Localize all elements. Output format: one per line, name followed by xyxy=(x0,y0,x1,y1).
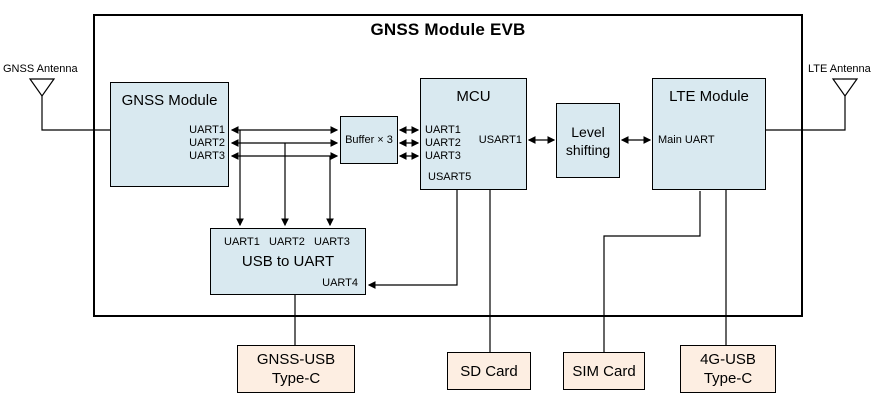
sim-card-to-lte-line xyxy=(603,191,701,352)
usb-to-uart-title: USB to UART xyxy=(241,253,335,270)
lte-antenna-label: LTE Antenna xyxy=(808,63,871,75)
level-shifting-line2: shifting xyxy=(565,141,611,158)
mcu-title: MCU xyxy=(456,88,491,105)
usb-uart-port-uart1: UART1 xyxy=(224,236,260,248)
mcu-port-uart3: UART3 xyxy=(425,150,461,162)
usb-uart-port-uart4: UART4 xyxy=(322,277,358,289)
mcu-port-uart1: UART1 xyxy=(425,124,461,136)
diagram-title: GNSS Module EVB xyxy=(370,20,526,39)
gnss-usb-line2: Type-C xyxy=(271,370,321,387)
usb-uart-port-uart2: UART2 xyxy=(269,236,305,248)
sim-card-label: SIM Card xyxy=(572,362,636,380)
lte-antenna-icon xyxy=(766,78,859,131)
gnss-antenna-label: GNSS Antenna xyxy=(3,63,78,75)
lte-module-title: LTE Module xyxy=(669,88,749,105)
gnss-usb-line1: GNSS-USB xyxy=(256,351,336,368)
usart5-to-uart4-line xyxy=(367,190,458,289)
usb-uart-port-uart3: UART3 xyxy=(314,236,350,248)
lte-port-main-uart: Main UART xyxy=(658,134,715,146)
uart-drops-to-usb-uart xyxy=(236,130,334,227)
gnss-antenna-icon xyxy=(28,78,110,131)
gnss-port-uart1: UART1 xyxy=(189,124,225,136)
gnss-module-block: GNSS Module UART1 UART2 UART3 xyxy=(110,82,229,187)
buffer-to-mcu-uart-lines xyxy=(398,126,420,160)
evb-boundary-box xyxy=(93,14,803,317)
mcu-port-usart1: USART1 xyxy=(478,134,522,146)
level-shifting-line1: Level xyxy=(571,123,605,140)
mcu-block: MCU UART1 UART2 UART3 USART1 USART5 xyxy=(420,78,527,190)
gnss-port-uart3: UART3 xyxy=(189,150,225,162)
gnss-usb-type-c-box: GNSS-USB Type-C xyxy=(237,345,355,393)
usb-to-uart-block: UART1 UART2 UART3 USB to UART UART4 xyxy=(210,228,366,295)
sd-card-label: SD Card xyxy=(460,362,518,380)
level-shifting-block: Level shifting xyxy=(556,103,620,178)
gnss-port-uart2: UART2 xyxy=(189,137,225,149)
4g-usb-line2: Type-C xyxy=(703,370,753,387)
mcu-port-uart2: UART2 xyxy=(425,137,461,149)
buffer-block: Buffer × 3 xyxy=(340,116,398,164)
4g-usb-type-c-box: 4G-USB Type-C xyxy=(680,345,776,393)
gnss-module-title: GNSS Module xyxy=(121,92,218,109)
sim-card-box: SIM Card xyxy=(563,352,645,390)
sd-card-box: SD Card xyxy=(447,352,531,390)
mcu-port-usart5: USART5 xyxy=(428,171,472,183)
buffer-label: Buffer × 3 xyxy=(345,134,393,146)
lte-module-block: LTE Module Main UART xyxy=(652,78,766,190)
4g-usb-line1: 4G-USB xyxy=(700,351,756,368)
